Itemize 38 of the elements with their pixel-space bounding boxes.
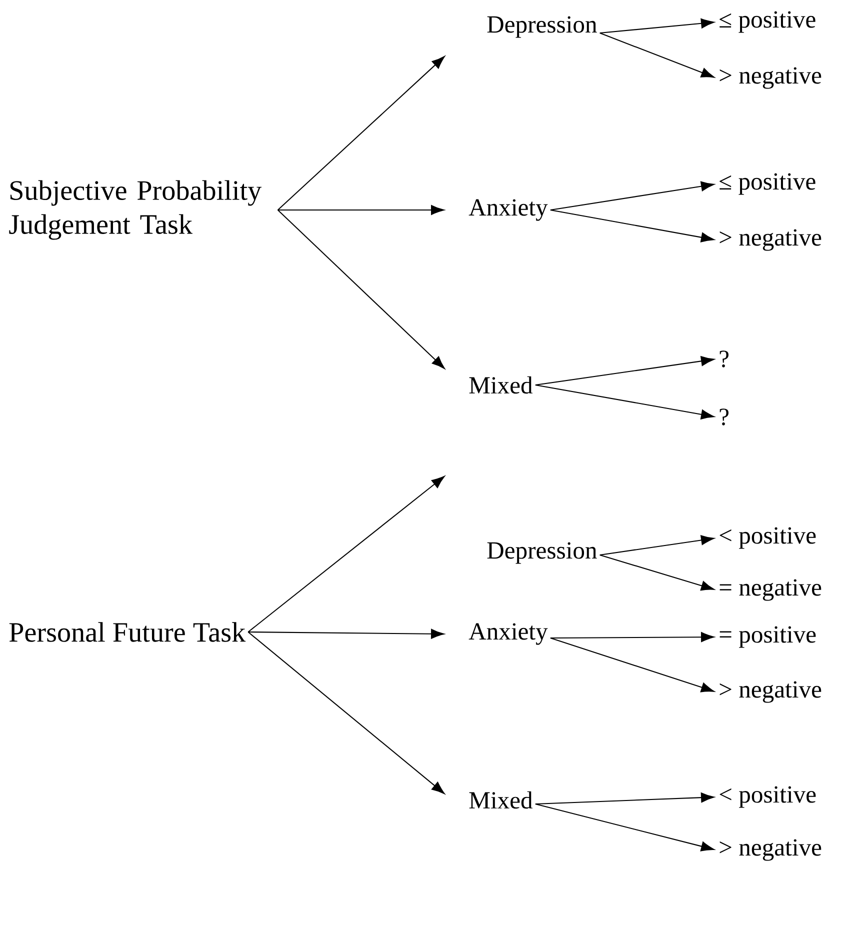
arrow <box>535 356 714 386</box>
outcome-label: ? <box>720 350 728 368</box>
arrow <box>550 209 714 242</box>
arrow <box>550 632 714 642</box>
outcome-label: > negative <box>720 67 822 89</box>
arrow <box>600 18 714 34</box>
arrow <box>248 628 444 639</box>
outcome-label: > negative <box>720 839 822 861</box>
arrow <box>277 56 445 210</box>
arrow <box>248 632 445 794</box>
outcome-label: = positive <box>720 626 816 648</box>
category-label: Depression <box>487 542 597 564</box>
outcome-label: > negative <box>720 681 822 703</box>
arrow <box>600 32 714 78</box>
arrow <box>600 554 714 591</box>
outcome-label: ≤ positive <box>720 11 816 33</box>
arrow <box>550 181 714 211</box>
outcome-label: < positive <box>720 527 816 549</box>
outcome-label: = negative <box>720 579 822 601</box>
outcome-label: < positive <box>720 786 816 808</box>
arrow <box>278 205 444 215</box>
category-label: Anxiety <box>468 199 548 221</box>
outcome-label: ≤ positive <box>720 173 816 195</box>
task-label: Subjective Probability Judgement Task <box>9 180 262 240</box>
arrow <box>600 535 714 556</box>
arrow <box>535 792 714 805</box>
category-label: Mixed <box>469 791 533 809</box>
outcome-label: > negative <box>720 229 822 251</box>
outcome-label: ? <box>720 408 728 426</box>
category-label: Depression <box>487 16 597 38</box>
arrow <box>550 638 714 692</box>
task-label: Personal Future Task <box>9 622 246 642</box>
arrow <box>248 476 445 632</box>
arrow <box>277 210 445 369</box>
category-label: Anxiety <box>468 623 548 645</box>
category-label: Mixed <box>469 376 533 394</box>
arrow <box>535 804 714 852</box>
arrow <box>535 384 714 420</box>
